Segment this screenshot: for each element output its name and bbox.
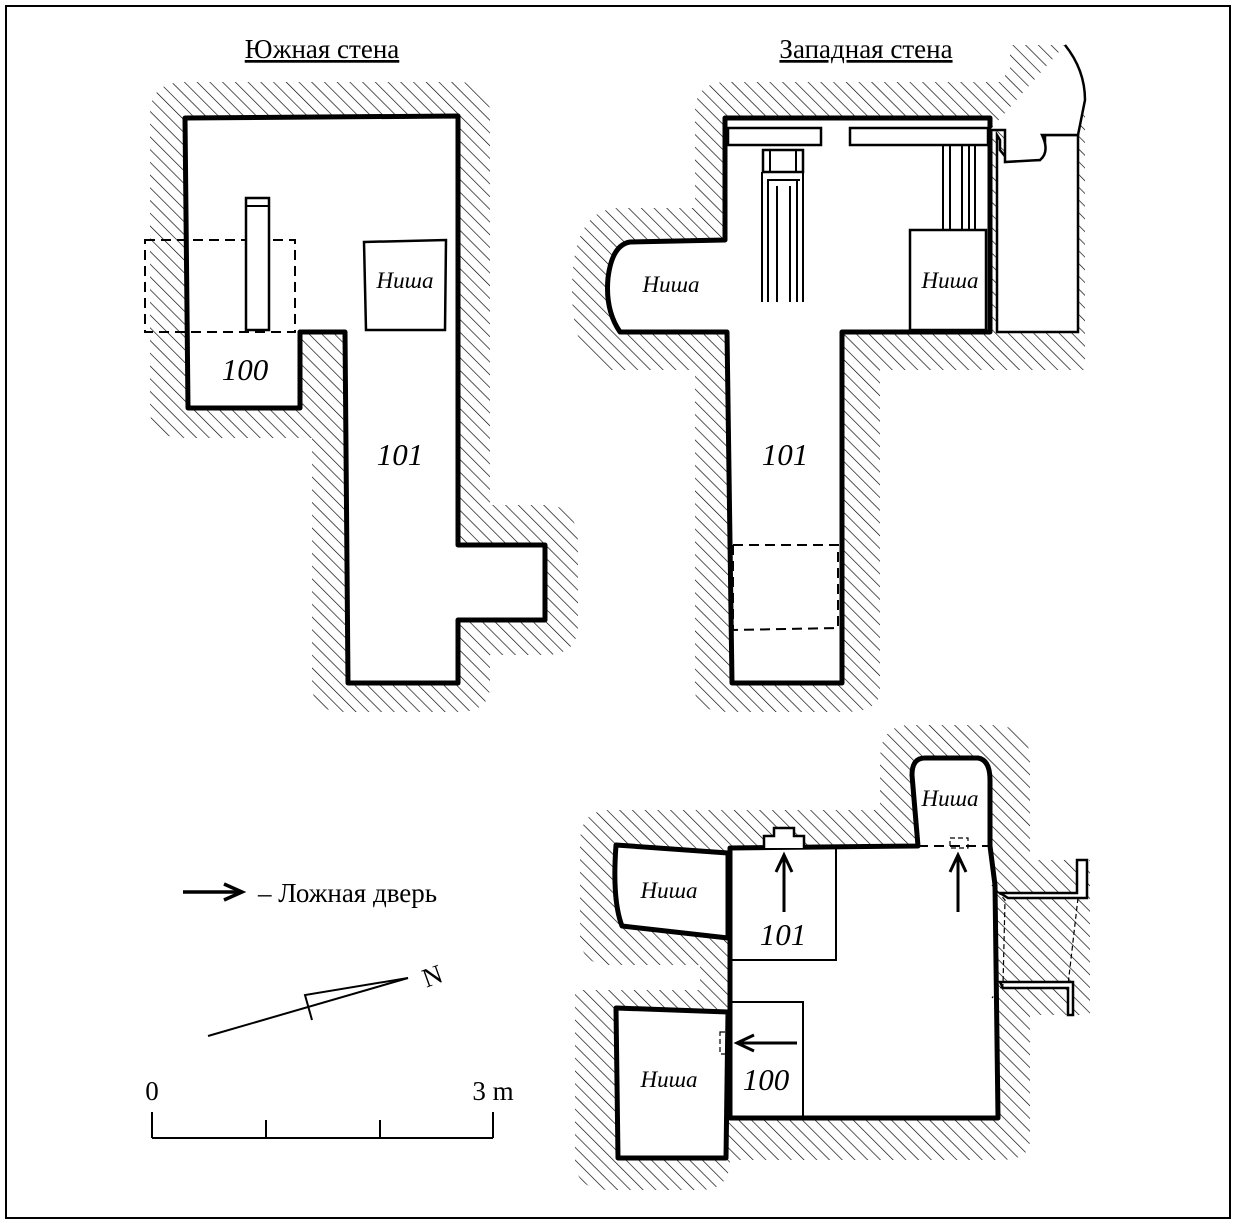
plan-entrance-dashed bbox=[991, 884, 1079, 999]
west-top-right-cap bbox=[990, 44, 1087, 164]
legend: – Ложная дверь bbox=[183, 878, 437, 908]
west-wall-title: Западная стена bbox=[779, 34, 952, 64]
south-niche-label: Ниша bbox=[376, 268, 434, 293]
plan-false-door-mark-left bbox=[719, 1031, 729, 1055]
south-room-101-label: 101 bbox=[377, 437, 424, 472]
south-niche bbox=[362, 238, 448, 332]
west-beam-right bbox=[848, 126, 990, 147]
plan-room-100-label: 100 bbox=[743, 1062, 790, 1097]
north-arrow-letter: N bbox=[418, 959, 447, 994]
plan-false-door-mark-top bbox=[949, 837, 969, 849]
south-wall-section: Ниша 100 101 bbox=[144, 82, 578, 712]
plan-shaft-100 bbox=[732, 1001, 804, 1118]
scale-end-label: 3 m bbox=[472, 1076, 513, 1106]
plan-room-101-label: 101 bbox=[760, 917, 807, 952]
west-exterior-wall bbox=[995, 130, 1080, 334]
plan-arrow-100 bbox=[733, 1033, 797, 1053]
west-room-101-label: 101 bbox=[762, 437, 809, 472]
west-dashed-burial bbox=[732, 544, 839, 632]
scale-start-label: 0 bbox=[145, 1076, 159, 1106]
plan-arrow-101 bbox=[774, 851, 794, 912]
south-wall-title: Южная стена bbox=[245, 34, 400, 64]
plan-section: Ниша Ниша Ниша 101 100 bbox=[575, 725, 1090, 1190]
figure-frame bbox=[5, 5, 1231, 1219]
plan-niche-lower-left-label: Ниша bbox=[640, 1067, 698, 1092]
west-wall-section: Ниша Ниша bbox=[572, 44, 1087, 712]
west-false-door-left bbox=[761, 148, 805, 302]
legend-false-door-label: – Ложная дверь bbox=[257, 878, 437, 908]
west-false-door-right bbox=[942, 145, 976, 230]
arrow-right-icon bbox=[183, 882, 247, 902]
plan-false-door-stub bbox=[762, 826, 806, 848]
west-beam-left bbox=[726, 126, 823, 147]
west-wall-outline bbox=[605, 115, 993, 686]
plan-niche-upper-left bbox=[612, 842, 731, 941]
plan-entrance-lower bbox=[997, 980, 1075, 1017]
scale-bar: 0 3 m bbox=[145, 1076, 514, 1139]
plan-niche-top-label: Ниша bbox=[921, 786, 979, 811]
south-room-100-label: 100 bbox=[222, 352, 269, 387]
west-niche-left-label: Ниша bbox=[642, 272, 700, 297]
north-arrow: N bbox=[207, 959, 447, 1037]
west-niche-right-label: Ниша bbox=[921, 268, 979, 293]
south-wall-outline bbox=[182, 113, 548, 686]
plan-shaft-101 bbox=[732, 848, 837, 961]
plan-entrance bbox=[995, 858, 1089, 900]
plan-niche-lower-left bbox=[613, 1005, 731, 1161]
west-niche-right bbox=[908, 228, 988, 332]
plan-niche-upper-left-label: Ниша bbox=[640, 878, 698, 903]
south-pillar bbox=[244, 196, 271, 332]
plan-arrow-main bbox=[948, 851, 968, 912]
